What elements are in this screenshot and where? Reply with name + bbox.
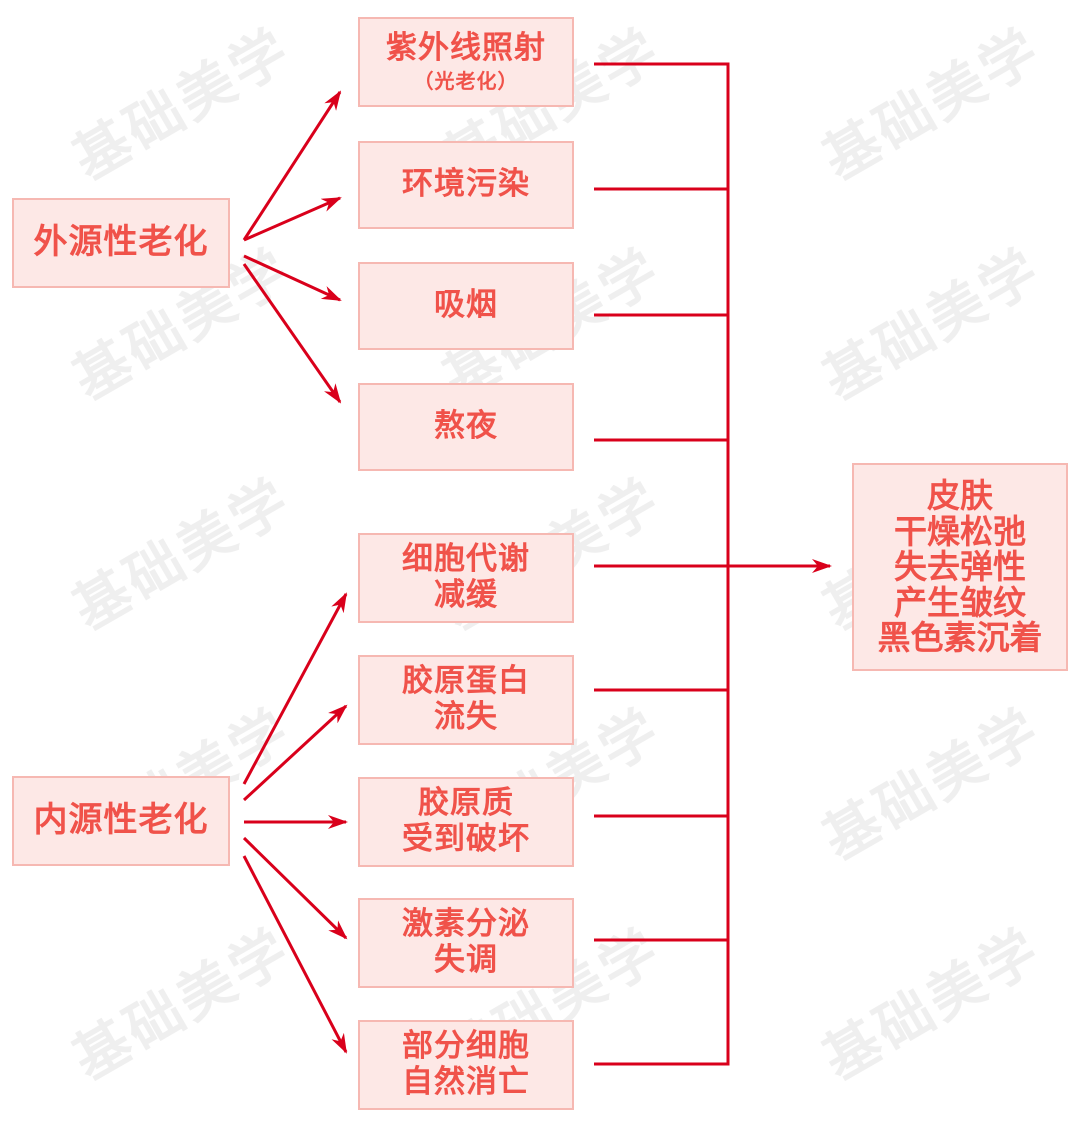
factor-collagen-damage-label: 胶原质 受到破坏 — [402, 785, 530, 857]
factor-hormone: 激素分泌 失调 — [358, 898, 574, 988]
result-line: 黑色素沉着 — [877, 618, 1043, 658]
factor-apoptosis-label: 部分细胞 自然消亡 — [402, 1028, 530, 1100]
arrow-internal-metabolism — [242, 592, 348, 785]
factor-collagen-damage: 胶原质 受到破坏 — [358, 777, 574, 867]
arrow-internal-collagen-loss — [242, 704, 348, 802]
factor-smoking: 吸烟 — [358, 262, 574, 350]
factor-collagen-loss: 胶原蛋白 流失 — [358, 655, 574, 745]
arrow-external-pollution — [243, 196, 342, 242]
result-box: 皮肤 干燥松弛 失去弹性 产生皱纹 黑色素沉着 — [852, 463, 1068, 671]
arrow-internal-hormone — [242, 836, 348, 940]
factor-smoking-label: 吸烟 — [434, 287, 498, 324]
result-line: 产生皱纹 — [894, 582, 1026, 622]
arrow-external-smoking — [243, 254, 342, 302]
factor-collagen-loss-label: 胶原蛋白 流失 — [402, 663, 530, 735]
factor-metabolism-label: 细胞代谢 减缓 — [402, 541, 530, 613]
bus-line — [594, 62, 730, 1066]
source-external: 外源性老化 — [12, 198, 230, 288]
arrow-external-latenight — [242, 263, 342, 404]
factor-hormone-label: 激素分泌 失调 — [402, 906, 530, 978]
arrow-internal-apoptosis — [242, 855, 348, 1054]
source-internal: 内源性老化 — [12, 776, 230, 866]
source-internal-label: 内源性老化 — [33, 800, 209, 841]
factor-uv-sub: （光老化） — [413, 69, 519, 94]
source-external-label: 外源性老化 — [33, 222, 209, 263]
factor-uv: 紫外线照射 （光老化） — [358, 17, 574, 107]
factor-apoptosis: 部分细胞 自然消亡 — [358, 1020, 574, 1110]
factor-pollution-label: 环境污染 — [402, 166, 530, 203]
factor-latenight: 熬夜 — [358, 383, 574, 471]
result-line: 皮肤 — [927, 475, 993, 515]
arrow-external-uv — [242, 90, 342, 241]
factor-metabolism: 细胞代谢 减缓 — [358, 533, 574, 623]
factor-pollution: 环境污染 — [358, 141, 574, 229]
factor-uv-label: 紫外线照射 — [386, 29, 546, 66]
result-line: 干燥松弛 — [894, 511, 1026, 551]
factor-latenight-label: 熬夜 — [434, 408, 498, 445]
result-line: 失去弹性 — [894, 547, 1026, 587]
